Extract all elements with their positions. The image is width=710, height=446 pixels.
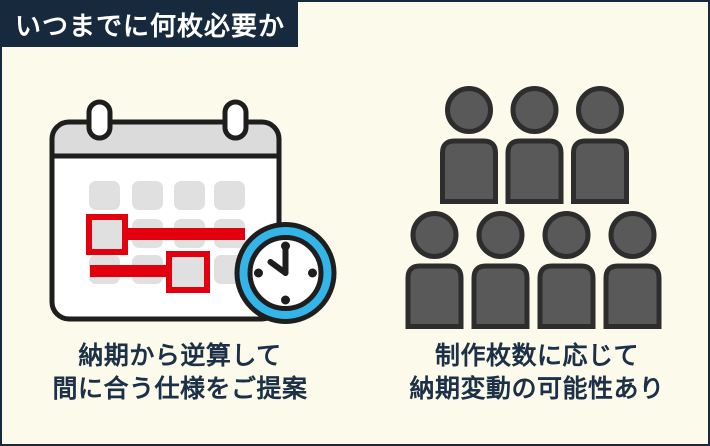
header-banner: いつまでに何枚必要か: [2, 2, 298, 47]
quantity-caption-line1: 制作枚数に応じて: [434, 342, 639, 370]
people-row-front: [408, 214, 659, 327]
schedule-bars: [86, 214, 245, 293]
deadline-caption-line1: 納期から逆算して: [78, 342, 282, 370]
people-row-back: [443, 89, 627, 202]
clock-icon: [234, 222, 337, 324]
calendar-clock-illustration: [49, 99, 337, 324]
page-title: いつまでに何枚必要か: [15, 11, 286, 41]
deadline-caption-line2: 間に合う仕様をご提案: [52, 375, 308, 403]
binder-ring-icon: [222, 99, 249, 141]
binder-ring-icon: [86, 99, 113, 141]
people-group-illustration: [397, 84, 667, 334]
calendar-icon: [49, 99, 282, 322]
quantity-caption-line2: 納期変動の可能性あり: [409, 375, 665, 403]
quantity-caption: 制作枚数に応じて 納期変動の可能性あり: [392, 340, 682, 406]
deadline-caption: 納期から逆算して 間に合う仕様をご提案: [35, 340, 325, 406]
